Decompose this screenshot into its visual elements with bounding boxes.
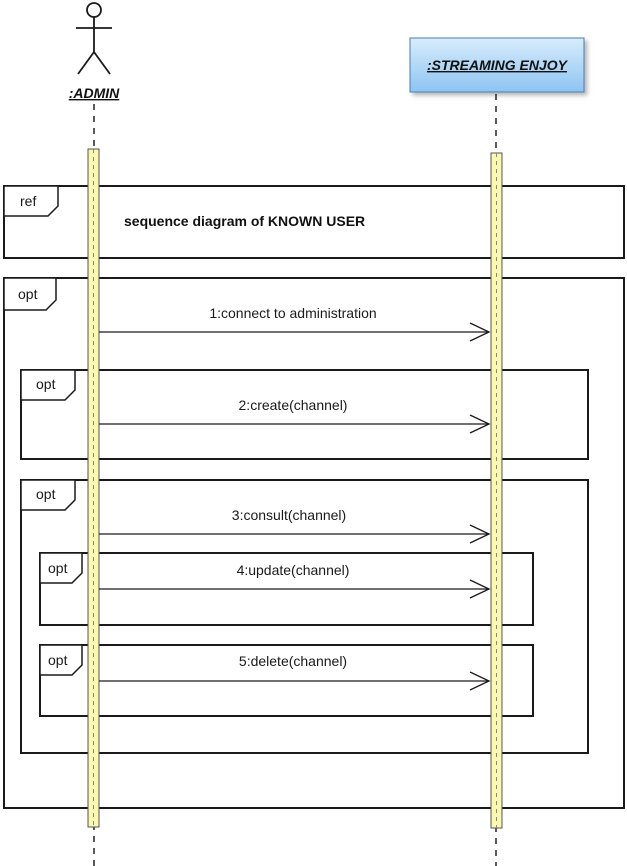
message-2: 2:create(channel) — [99, 397, 491, 434]
create-opt-fragment: opt — [20, 369, 589, 460]
consult-opt-frame — [20, 479, 589, 754]
actor-left-leg — [77, 51, 95, 75]
object-name: :STREAMING ENJOY — [427, 57, 569, 73]
create-opt-label: opt — [36, 376, 56, 392]
streaming-enjoy-object: :STREAMING ENJOY — [409, 37, 585, 93]
message-5-arrowhead — [469, 671, 491, 691]
consult-opt-tab — [20, 479, 76, 511]
message-5-label: 5:delete(channel) — [239, 653, 347, 669]
consult-opt-label: opt — [36, 486, 56, 502]
ref-operator: ref — [20, 193, 36, 209]
actor-right-leg — [93, 51, 111, 75]
message-5: 5:delete(channel) — [99, 653, 491, 691]
ref-fragment: ref sequence diagram of KNOWN USER — [3, 185, 625, 259]
outer-opt-tab — [3, 277, 57, 311]
message-2-label: 2:create(channel) — [239, 397, 348, 413]
update-opt-fragment: opt — [39, 552, 534, 626]
ref-frame — [3, 185, 625, 259]
message-1-label: 1:connect to administration — [209, 305, 376, 321]
create-opt-tab — [20, 369, 76, 401]
message-3-arrowhead — [469, 524, 491, 544]
admin-actor: :ADMIN — [69, 2, 120, 101]
message-1: 1:connect to administration — [99, 305, 491, 342]
delete-opt-fragment: opt — [39, 644, 534, 717]
ref-tab — [3, 185, 59, 217]
delete-opt-label: opt — [48, 652, 68, 668]
actor-head — [86, 2, 102, 18]
message-2-arrowhead — [469, 414, 491, 434]
update-opt-tab — [39, 552, 83, 584]
object-box — [409, 37, 585, 93]
consult-opt-fragment: opt — [20, 479, 589, 754]
outer-opt-label: opt — [18, 286, 38, 302]
create-opt-frame — [20, 369, 589, 460]
message-1-arrowhead — [469, 322, 491, 342]
message-4-label: 4:update(channel) — [237, 562, 350, 578]
outer-opt-fragment: opt — [3, 277, 625, 809]
streaming-activation — [490, 152, 503, 829]
outer-opt-frame — [3, 277, 625, 809]
admin-activation — [87, 148, 100, 828]
delete-opt-tab — [39, 644, 83, 676]
message-4: 4:update(channel) — [99, 562, 491, 599]
update-opt-frame — [39, 552, 534, 626]
message-4-arrowhead — [469, 579, 491, 599]
message-3: 3:consult(channel) — [99, 507, 491, 544]
delete-opt-frame — [39, 644, 534, 717]
message-3-label: 3:consult(channel) — [232, 507, 346, 523]
actor-name: :ADMIN — [69, 85, 120, 101]
update-opt-label: opt — [48, 560, 68, 576]
ref-text: sequence diagram of KNOWN USER — [124, 213, 365, 229]
